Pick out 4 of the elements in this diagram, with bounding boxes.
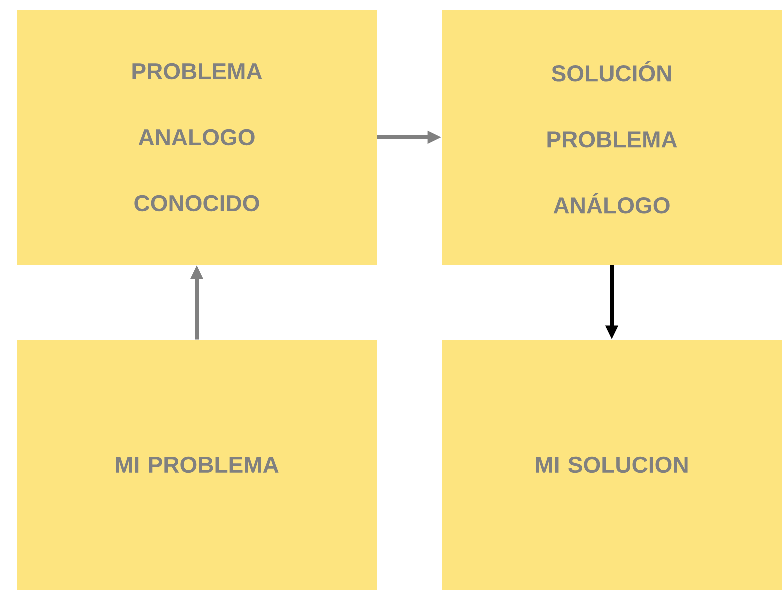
- process-box: MI PROBLEMA: [17, 340, 377, 590]
- process-box: SOLUCIÓN PROBLEMA ANÁLOGO: [442, 10, 782, 265]
- process-box: PROBLEMA ANALOGO CONOCIDO: [17, 10, 377, 265]
- process-box: MI SOLUCION: [442, 340, 782, 590]
